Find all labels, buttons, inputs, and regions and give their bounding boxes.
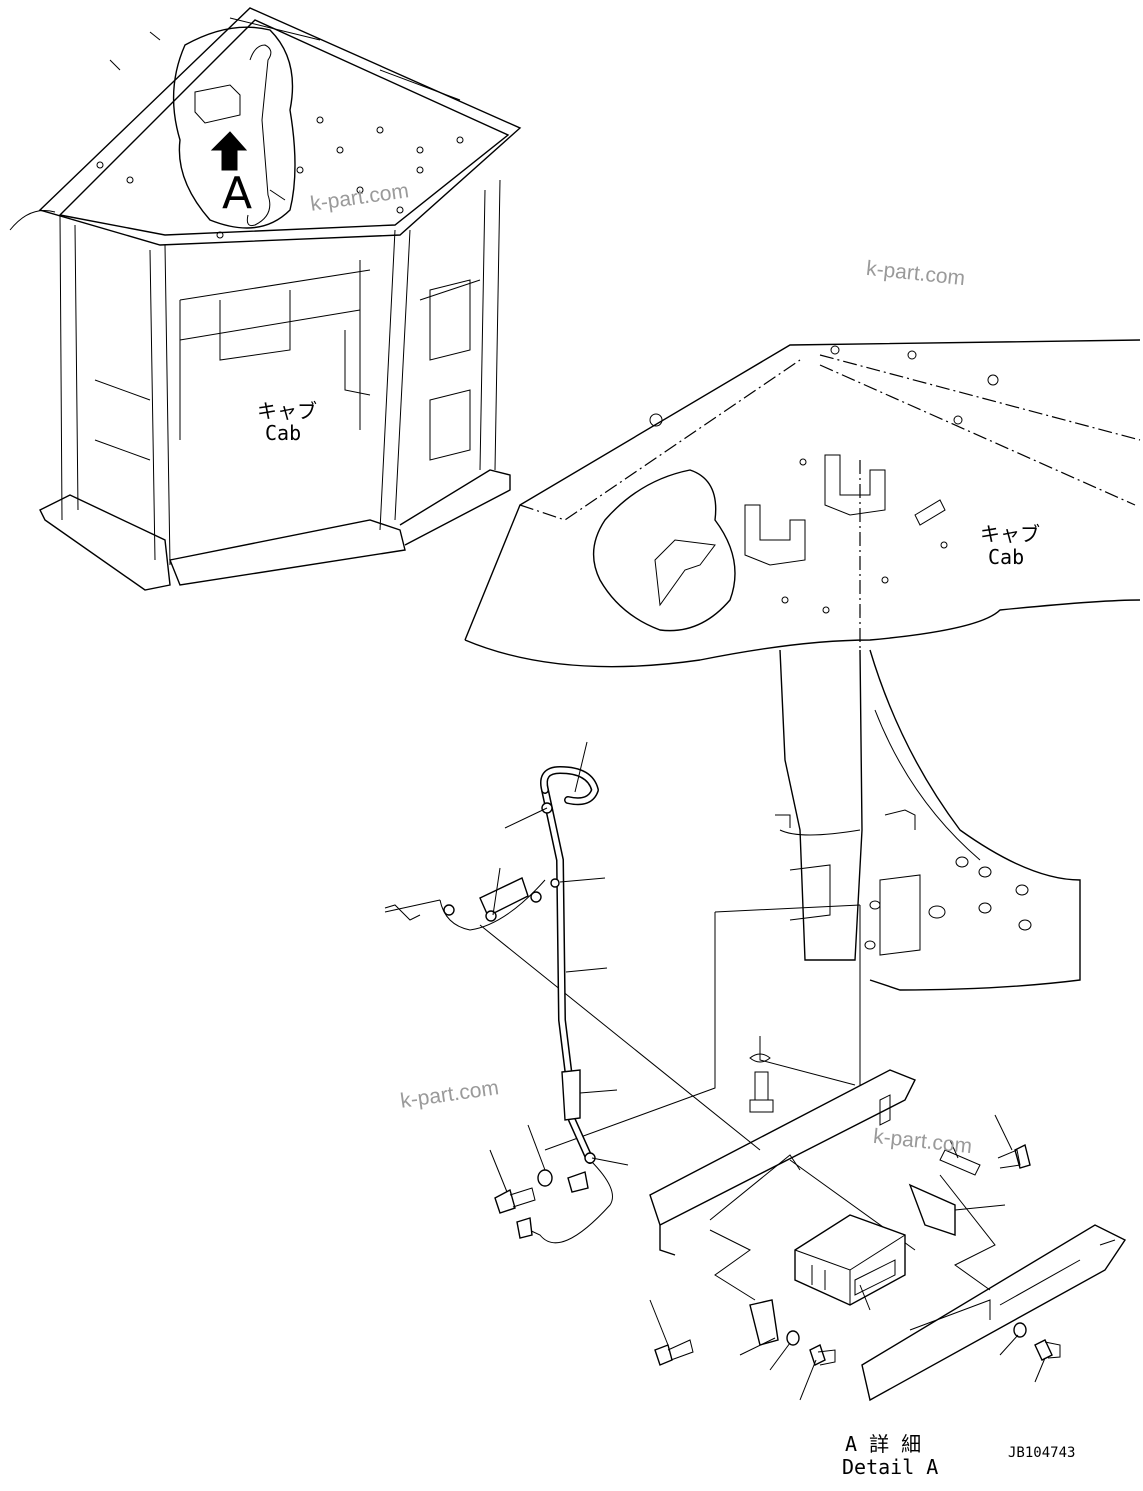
detail-title-jp: A 詳 細 [845, 1432, 922, 1456]
cable-harness [384, 766, 613, 1244]
cab-label-jp-top: キャブ [257, 399, 317, 423]
cab-overview [9, 7, 522, 591]
mount-frame [479, 904, 1127, 1402]
arrow-up-icon [210, 131, 248, 171]
view-letter-a: A [222, 168, 253, 219]
detail-title-en: Detail A [842, 1455, 939, 1479]
cab-label-en-detail: Cab [988, 545, 1025, 569]
cab-label-jp-detail: キャブ [980, 522, 1040, 546]
drawing-number: JB104743 [1008, 1445, 1076, 1461]
cab-section [464, 339, 1141, 991]
cab-label-en-top: Cab [265, 421, 302, 445]
leader-lines [489, 741, 1046, 1401]
